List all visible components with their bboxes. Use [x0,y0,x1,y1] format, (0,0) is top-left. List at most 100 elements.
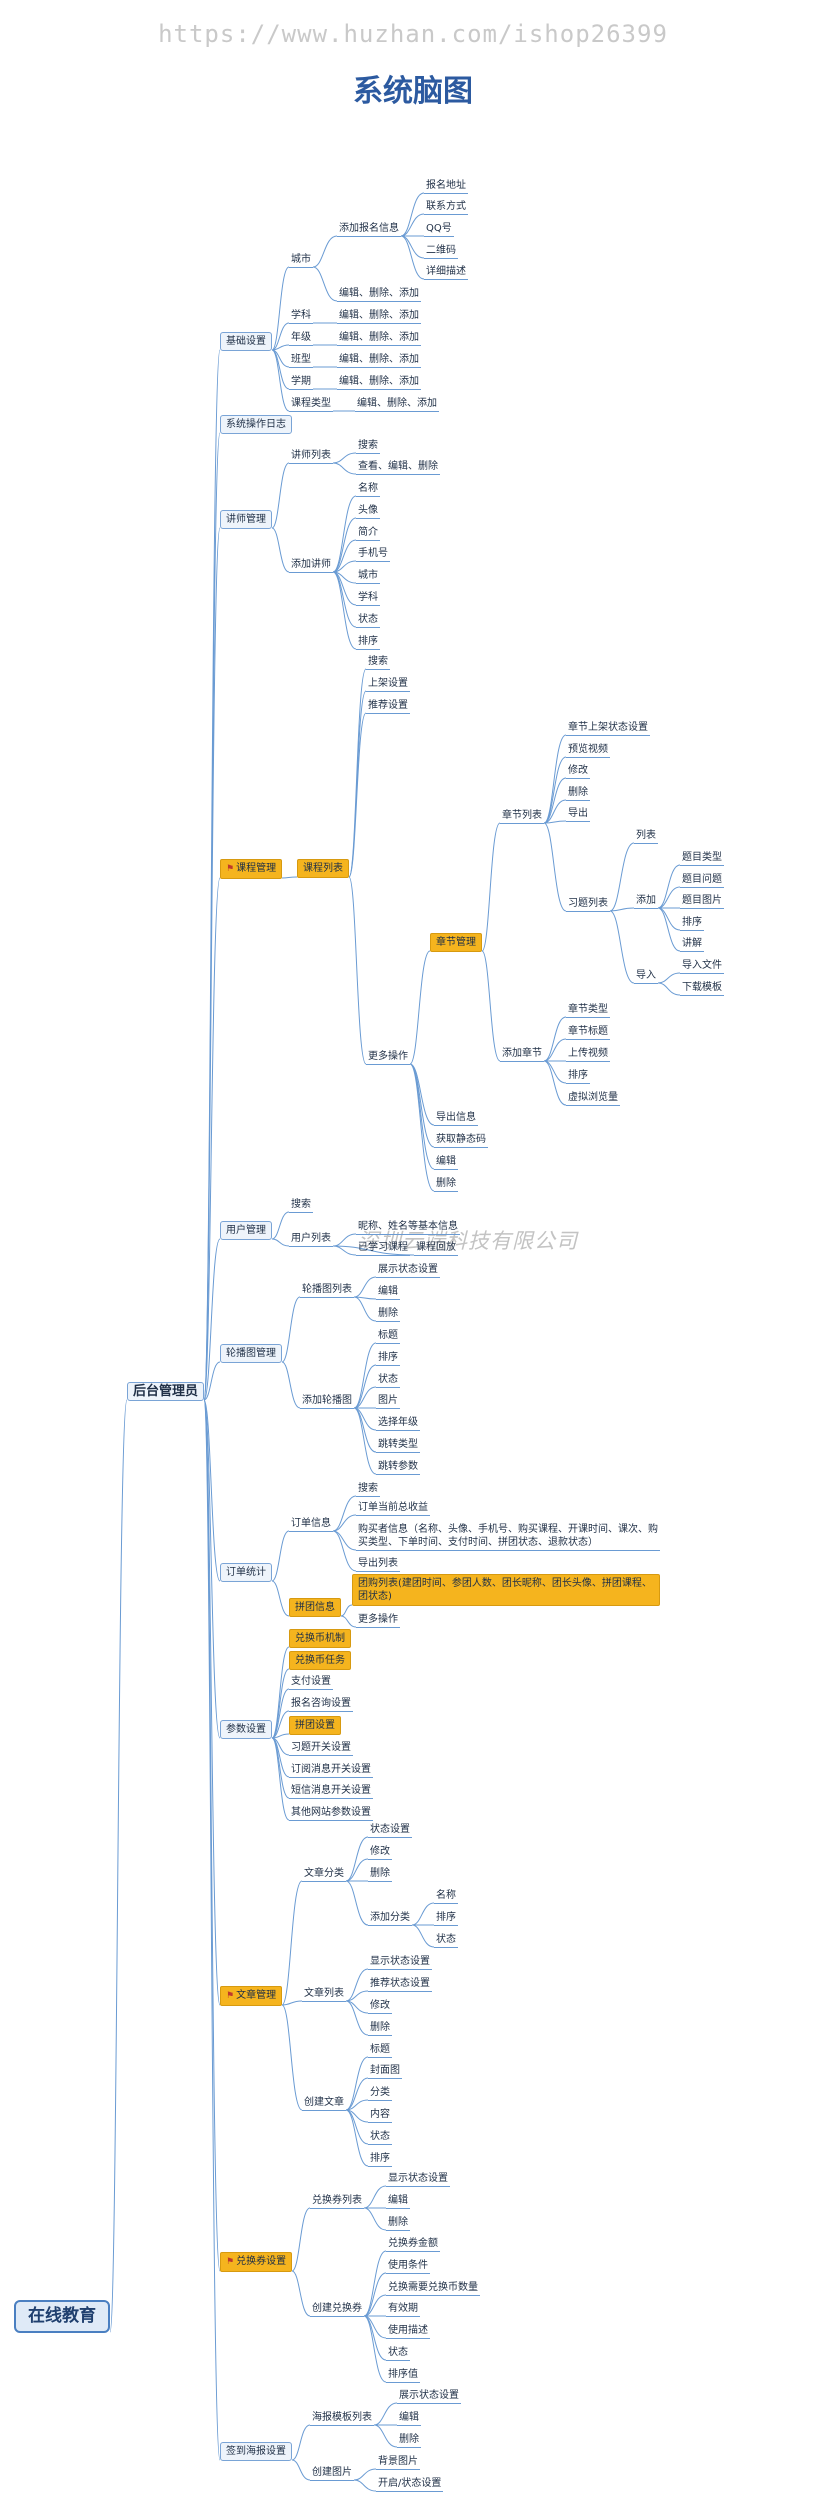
course-search[interactable]: 搜索 [366,654,390,670]
order-more[interactable]: 更多操作 [356,1612,400,1628]
chapter-list-item[interactable]: 导出 [566,806,590,822]
classtype-ops[interactable]: 编辑、删除、添加 [337,352,421,368]
params-node[interactable]: 参数设置 [220,1720,272,1739]
teacher-view-ops[interactable]: 查看、编辑、删除 [356,459,440,475]
chapter-mgmt-node[interactable]: 章节管理 [430,933,482,952]
exercise-list-node[interactable]: 习题列表 [566,896,610,912]
order-income[interactable]: 订单当前总收益 [356,1500,430,1516]
user-list-item[interactable]: 昵称、姓名等基本信息 [356,1219,460,1235]
teacher-add-node[interactable]: 添加讲师 [289,557,333,573]
grade-ops[interactable]: 编辑、删除、添加 [337,330,421,346]
user-list-item[interactable]: 课程回放 [414,1240,458,1256]
coupon-create-node[interactable]: 创建兑换券 [310,2301,364,2317]
poster-list-item[interactable]: 展示状态设置 [397,2388,461,2404]
chapter-list-item[interactable]: 修改 [566,763,590,779]
course-shelf[interactable]: 上架设置 [366,676,410,692]
chapter-list-item[interactable]: 章节上架状态设置 [566,720,650,736]
add-chapter-item[interactable]: 章节类型 [566,1002,610,1018]
admin-node[interactable]: 后台管理员 [127,1382,205,1401]
carousel-add-item[interactable]: 图片 [376,1393,400,1409]
article-create-item[interactable]: 分类 [368,2085,392,2101]
article-list-item[interactable]: 显示状态设置 [368,1954,432,1970]
user-list-node[interactable]: 用户列表 [289,1231,333,1247]
coupon-settings-node[interactable]: 兑换券设置 [220,2252,293,2272]
carousel-add-item[interactable]: 选择年级 [376,1415,420,1431]
classtype-node[interactable]: 班型 [289,352,313,368]
poster-create-node[interactable]: 创建图片 [310,2465,354,2481]
poster-create-item[interactable]: 开启/状态设置 [376,2476,444,2492]
carousel-list-item[interactable]: 编辑 [376,1284,400,1300]
teacher-add-item[interactable]: 学科 [356,590,380,606]
coupon-list-item[interactable]: 删除 [386,2215,410,2231]
course-more-item[interactable]: 编辑 [434,1154,458,1170]
add-chapter-item[interactable]: 排序 [566,1068,590,1084]
teacher-add-item[interactable]: 头像 [356,503,380,519]
exercise-add-item[interactable]: 排序 [680,915,704,931]
coupon-create-item[interactable]: 状态 [386,2345,410,2361]
coupon-create-item[interactable]: 兑换需要兑换币数量 [386,2280,480,2296]
article-list-item[interactable]: 修改 [368,1998,392,2014]
course-more-item[interactable]: 删除 [434,1176,458,1192]
order-export[interactable]: 导出列表 [356,1556,400,1572]
exercise-add-item[interactable]: 题目图片 [680,893,724,909]
carousel-add-node[interactable]: 添加轮播图 [300,1393,354,1409]
user-search[interactable]: 搜索 [289,1197,313,1213]
chapter-list-node[interactable]: 章节列表 [500,808,544,824]
order-search[interactable]: 搜索 [356,1481,380,1497]
term-ops[interactable]: 编辑、删除、添加 [337,374,421,390]
basic-settings-node[interactable]: 基础设置 [220,332,272,351]
teacher-list-node[interactable]: 讲师列表 [289,448,333,464]
group-list-node[interactable]: 团购列表(建团时间、参团人数、团长昵称、团长头像、拼团课程、团状态) [352,1574,660,1606]
param-item[interactable]: 拼团设置 [289,1716,341,1735]
article-create-item[interactable]: 标题 [368,2042,392,2058]
article-category-item[interactable]: 删除 [368,1866,392,1882]
param-item[interactable]: 兑换币机制 [289,1629,351,1648]
group-info-node[interactable]: 拼团信息 [289,1598,341,1617]
param-item[interactable]: 订阅消息开关设置 [289,1762,373,1778]
import-item[interactable]: 导入文件 [680,958,724,974]
user-list-item[interactable]: 已学习课程 [356,1240,410,1256]
course-more-item[interactable]: 获取静态码 [434,1132,488,1148]
carousel-list-node[interactable]: 轮播图列表 [300,1282,354,1298]
coupon-create-item[interactable]: 使用条件 [386,2258,430,2274]
city-node[interactable]: 城市 [289,252,313,268]
article-category-item[interactable]: 修改 [368,1844,392,1860]
poster-create-item[interactable]: 背景图片 [376,2454,420,2470]
coupon-list-item[interactable]: 显示状态设置 [386,2171,450,2187]
teacher-add-item[interactable]: 状态 [356,612,380,628]
chapter-list-item[interactable]: 删除 [566,785,590,801]
subject-ops[interactable]: 编辑、删除、添加 [337,308,421,324]
teacher-add-item[interactable]: 简介 [356,525,380,541]
order-info-node[interactable]: 订单信息 [289,1516,333,1532]
param-item[interactable]: 报名咨询设置 [289,1696,353,1712]
grade-node[interactable]: 年级 [289,330,313,346]
course-more-item[interactable]: 导出信息 [434,1110,478,1126]
signup-item[interactable]: QQ号 [424,221,454,237]
coupon-create-item[interactable]: 有效期 [386,2301,420,2317]
article-mgmt-node[interactable]: 文章管理 [220,1986,283,2006]
syslog-node[interactable]: 系统操作日志 [220,415,292,434]
add-chapter-item[interactable]: 上传视频 [566,1046,610,1062]
carousel-add-item[interactable]: 状态 [376,1372,400,1388]
param-item[interactable]: 支付设置 [289,1674,333,1690]
carousel-mgmt-node[interactable]: 轮播图管理 [220,1344,282,1363]
carousel-list-item[interactable]: 展示状态设置 [376,1262,440,1278]
poster-list-item[interactable]: 删除 [397,2432,421,2448]
carousel-add-item[interactable]: 标题 [376,1328,400,1344]
coupon-create-item[interactable]: 兑换券金额 [386,2236,440,2252]
article-create-item[interactable]: 排序 [368,2151,392,2167]
teacher-add-item[interactable]: 排序 [356,634,380,650]
coupon-list-node[interactable]: 兑换券列表 [310,2193,364,2209]
course-mgmt-node[interactable]: 课程管理 [220,859,283,879]
exercise-import-node[interactable]: 导入 [634,968,658,984]
article-category-node[interactable]: 文章分类 [302,1866,346,1882]
add-category-item[interactable]: 排序 [434,1910,458,1926]
carousel-add-item[interactable]: 排序 [376,1350,400,1366]
course-recommend[interactable]: 推荐设置 [366,698,410,714]
add-category-item[interactable]: 状态 [434,1932,458,1948]
article-create-item[interactable]: 封面图 [368,2063,402,2079]
exercise-add-node[interactable]: 添加 [634,893,658,909]
poster-list-node[interactable]: 海报模板列表 [310,2410,374,2426]
order-buyer-info[interactable]: 购买者信息（名称、头像、手机号、购买课程、开课时间、课次、购买类型、下单时间、支… [356,1522,660,1551]
carousel-list-item[interactable]: 删除 [376,1306,400,1322]
